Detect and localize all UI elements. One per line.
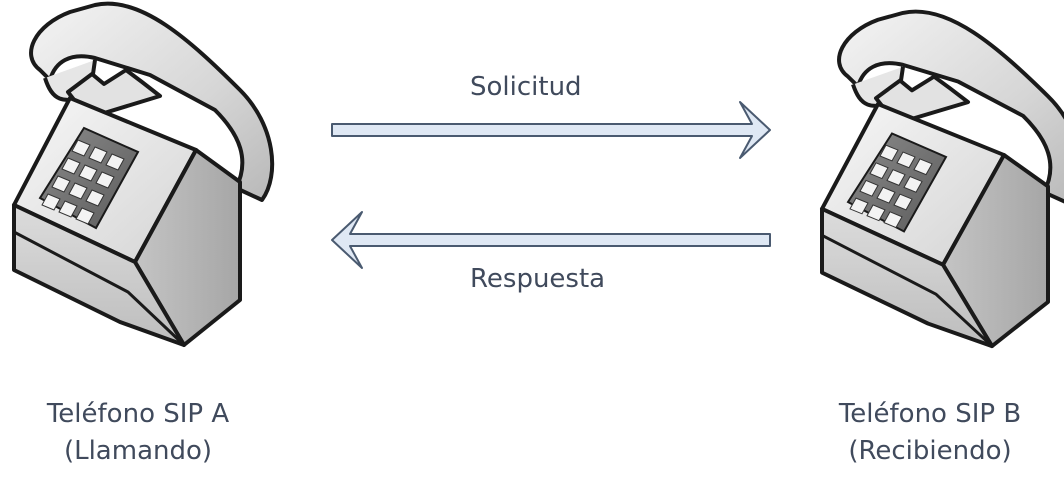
request-arrow [331, 101, 771, 159]
response-arrow [331, 211, 771, 269]
phone-b-caption-line1: Teléfono SIP B [838, 399, 1022, 429]
response-label: Respuesta [470, 264, 606, 294]
phone-b-caption-line2: (Recibiendo) [848, 436, 1012, 466]
request-label: Solicitud [470, 72, 582, 102]
phone-a-caption-line1: Teléfono SIP A [46, 399, 230, 429]
phone-a-icon [12, 1, 275, 347]
phone-a-caption-line2: (Llamando) [63, 436, 213, 466]
phone-b-icon [820, 9, 1064, 349]
